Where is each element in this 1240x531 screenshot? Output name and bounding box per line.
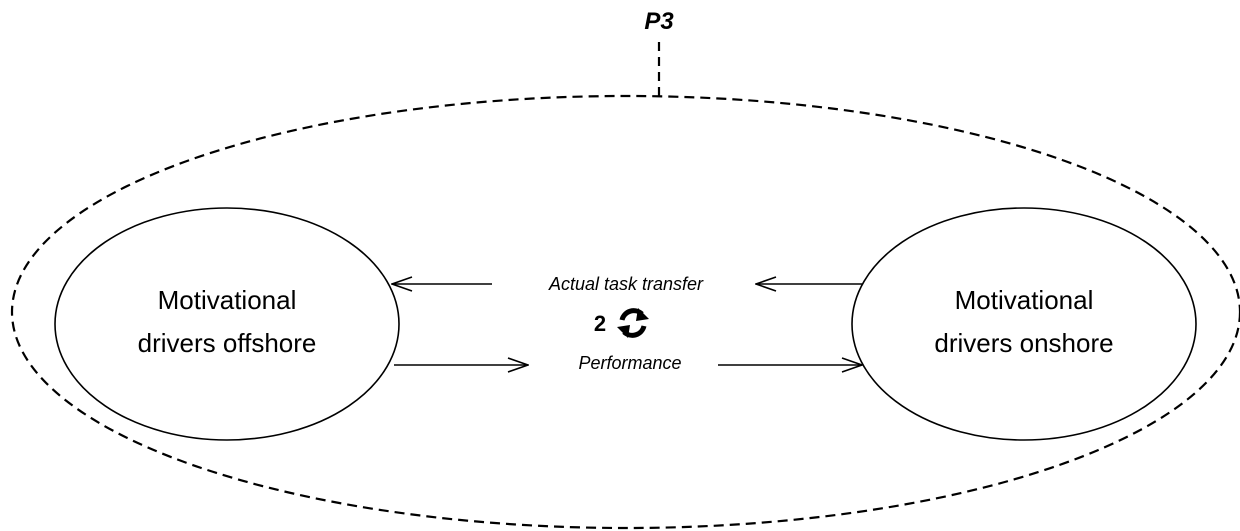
node-offshore: Motivational drivers offshore — [54, 207, 400, 441]
cycle-number: 2 — [594, 311, 606, 336]
node-onshore-line1: Motivational — [955, 285, 1094, 315]
diagram-title: P3 — [644, 8, 674, 35]
node-offshore-ellipse — [54, 207, 400, 441]
outer-boundary-ellipse — [11, 94, 1240, 530]
refresh-cycle-icon — [617, 308, 649, 338]
node-onshore-line2: drivers onshore — [934, 328, 1113, 358]
node-onshore: Motivational drivers onshore — [851, 207, 1197, 441]
node-offshore-line2: drivers offshore — [138, 328, 317, 358]
node-onshore-ellipse — [851, 207, 1197, 441]
node-offshore-line1: Motivational — [158, 285, 297, 315]
edge-label-task-transfer: Actual task transfer — [548, 274, 704, 294]
edge-label-performance: Performance — [578, 353, 681, 373]
